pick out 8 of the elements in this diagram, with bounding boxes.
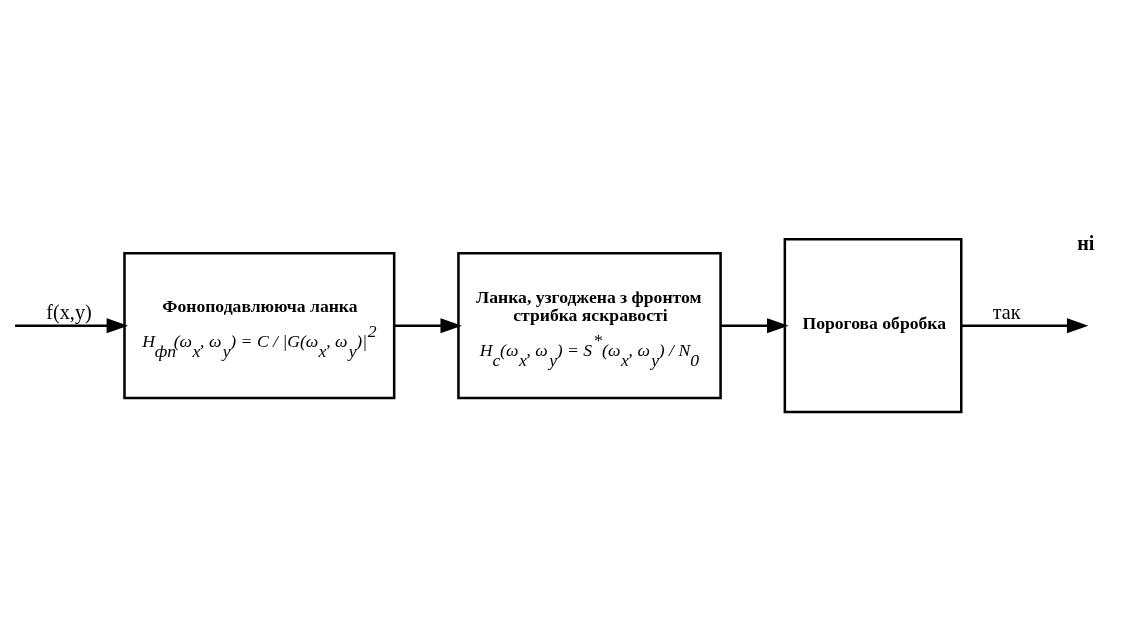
edge-label: так bbox=[992, 301, 1021, 324]
arrow bbox=[394, 318, 462, 334]
arrow bbox=[720, 318, 789, 334]
label: ні bbox=[1077, 231, 1095, 254]
arrow bbox=[961, 318, 1089, 334]
edge-label: f(x,y) bbox=[46, 301, 92, 324]
arrow bbox=[15, 318, 129, 334]
node-box: Порогова обробка bbox=[783, 238, 963, 414]
